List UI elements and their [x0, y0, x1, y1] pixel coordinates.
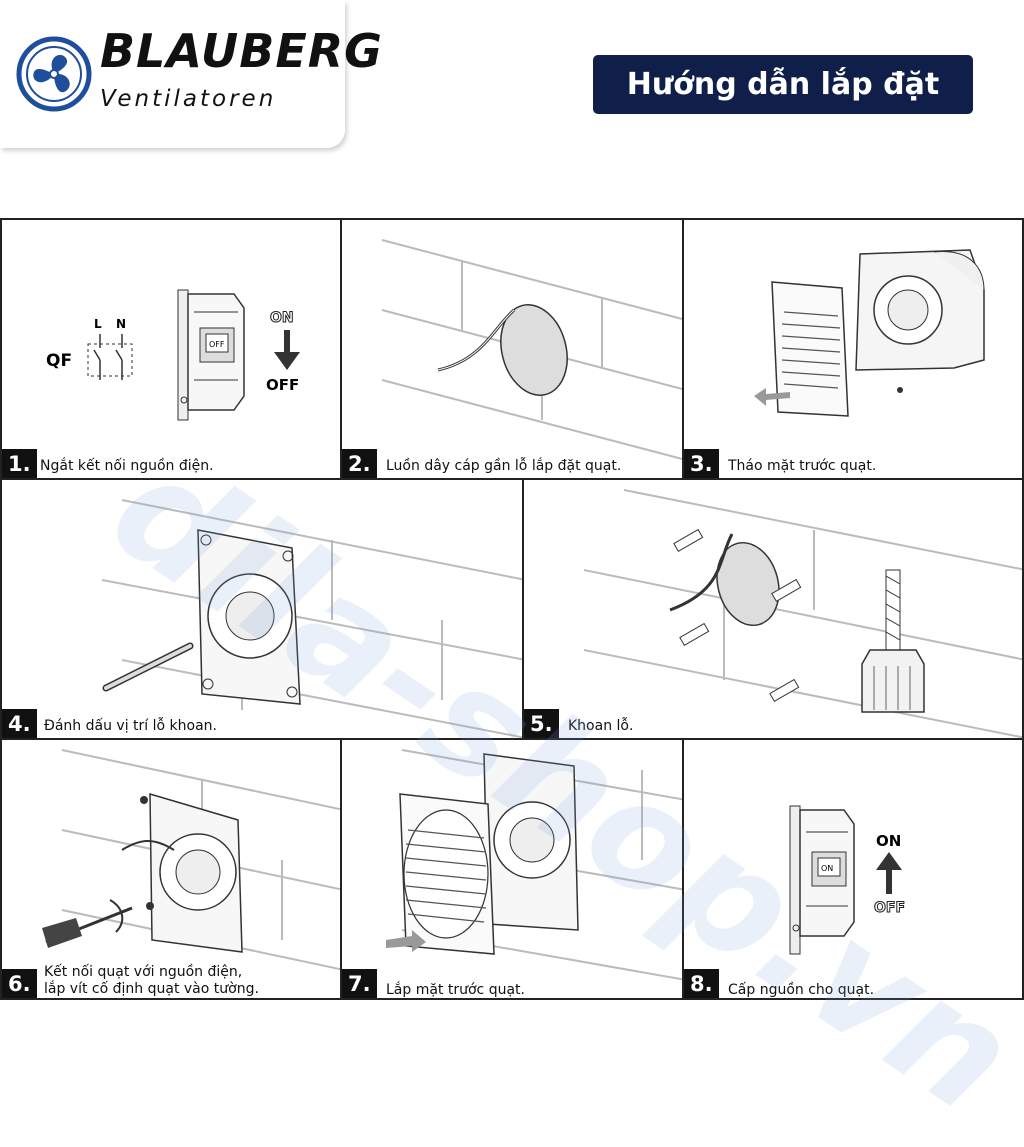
step-4-number: 4.	[2, 708, 37, 738]
svg-text:N: N	[116, 317, 126, 331]
page-title: Hướng dẫn lắp đặt	[593, 55, 973, 114]
remove-front-cover-illustration	[754, 249, 985, 417]
step-1-number: 1.	[2, 448, 37, 478]
circuit-breaker-on-illustration: ON ON OFF	[789, 805, 906, 955]
circuit-breaker-off-illustration: QF L N OFF ON OFF	[46, 289, 300, 421]
step-5-panel: 5. Khoan lỗ.	[522, 478, 1024, 740]
step-3-number: 3.	[684, 448, 719, 478]
cable-through-wall-illustration	[381, 239, 682, 460]
step-5-caption: Khoan lỗ.	[568, 718, 634, 734]
step-1-panel: QF L N OFF ON OFF 1. Ngắt kết nối nguồn …	[0, 218, 342, 480]
step-8-panel: ON ON OFF 8. Cấp nguồn cho quạt.	[682, 738, 1024, 1000]
fix-fan-screws-illustration	[42, 749, 340, 971]
step-6-number: 6.	[2, 968, 37, 998]
step-8-number: 8.	[684, 968, 719, 998]
drill-holes-illustration	[583, 489, 1022, 738]
fan-logo-icon	[16, 36, 92, 112]
svg-text:L: L	[94, 317, 102, 331]
step-5-number: 5.	[524, 708, 559, 738]
svg-text:OFF: OFF	[266, 376, 299, 394]
brand-tagline: Ventilatoren	[100, 86, 277, 112]
step-1-caption: Ngắt kết nối nguồn điện.	[40, 458, 214, 474]
mark-drill-holes-illustration	[101, 499, 522, 738]
step-7-panel: 7. Lắp mặt trước quạt.	[340, 738, 684, 1000]
step-2-panel: 2. Luồn dây cáp gần lỗ lắp đặt quạt.	[340, 218, 684, 480]
svg-text:OFF: OFF	[874, 900, 905, 916]
step-2-caption: Luồn dây cáp gần lỗ lắp đặt quạt.	[386, 458, 622, 474]
qf-label: QF	[46, 351, 72, 371]
step-6-panel: 6. Kết nối quạt với nguồn điện, lắp vít …	[0, 738, 342, 1000]
step-6-caption-line2: lắp vít cố định quạt vào tường.	[44, 981, 259, 997]
step-4-caption: Đánh dấu vị trí lỗ khoan.	[44, 718, 217, 734]
svg-text:ON: ON	[821, 864, 833, 873]
step-2-number: 2.	[342, 448, 377, 478]
step-4-panel: 4. Đánh dấu vị trí lỗ khoan.	[0, 478, 524, 740]
attach-front-cover-illustration	[386, 749, 682, 981]
step-8-caption: Cấp nguồn cho quạt.	[728, 982, 875, 998]
step-7-caption: Lắp mặt trước quạt.	[386, 982, 525, 998]
svg-text:OFF: OFF	[209, 340, 225, 349]
logo-card: BLAUBERG Ventilatoren	[0, 0, 382, 148]
step-3-caption: Tháo mặt trước quạt.	[728, 458, 877, 474]
step-6-caption-line1: Kết nối quạt với nguồn điện,	[44, 964, 243, 980]
svg-text:ON: ON	[876, 832, 901, 850]
step-7-number: 7.	[342, 968, 377, 998]
svg-text:ON: ON	[270, 310, 294, 326]
brand-name: BLAUBERG	[100, 24, 383, 78]
step-3-panel: 3. Tháo mặt trước quạt.	[682, 218, 1024, 480]
